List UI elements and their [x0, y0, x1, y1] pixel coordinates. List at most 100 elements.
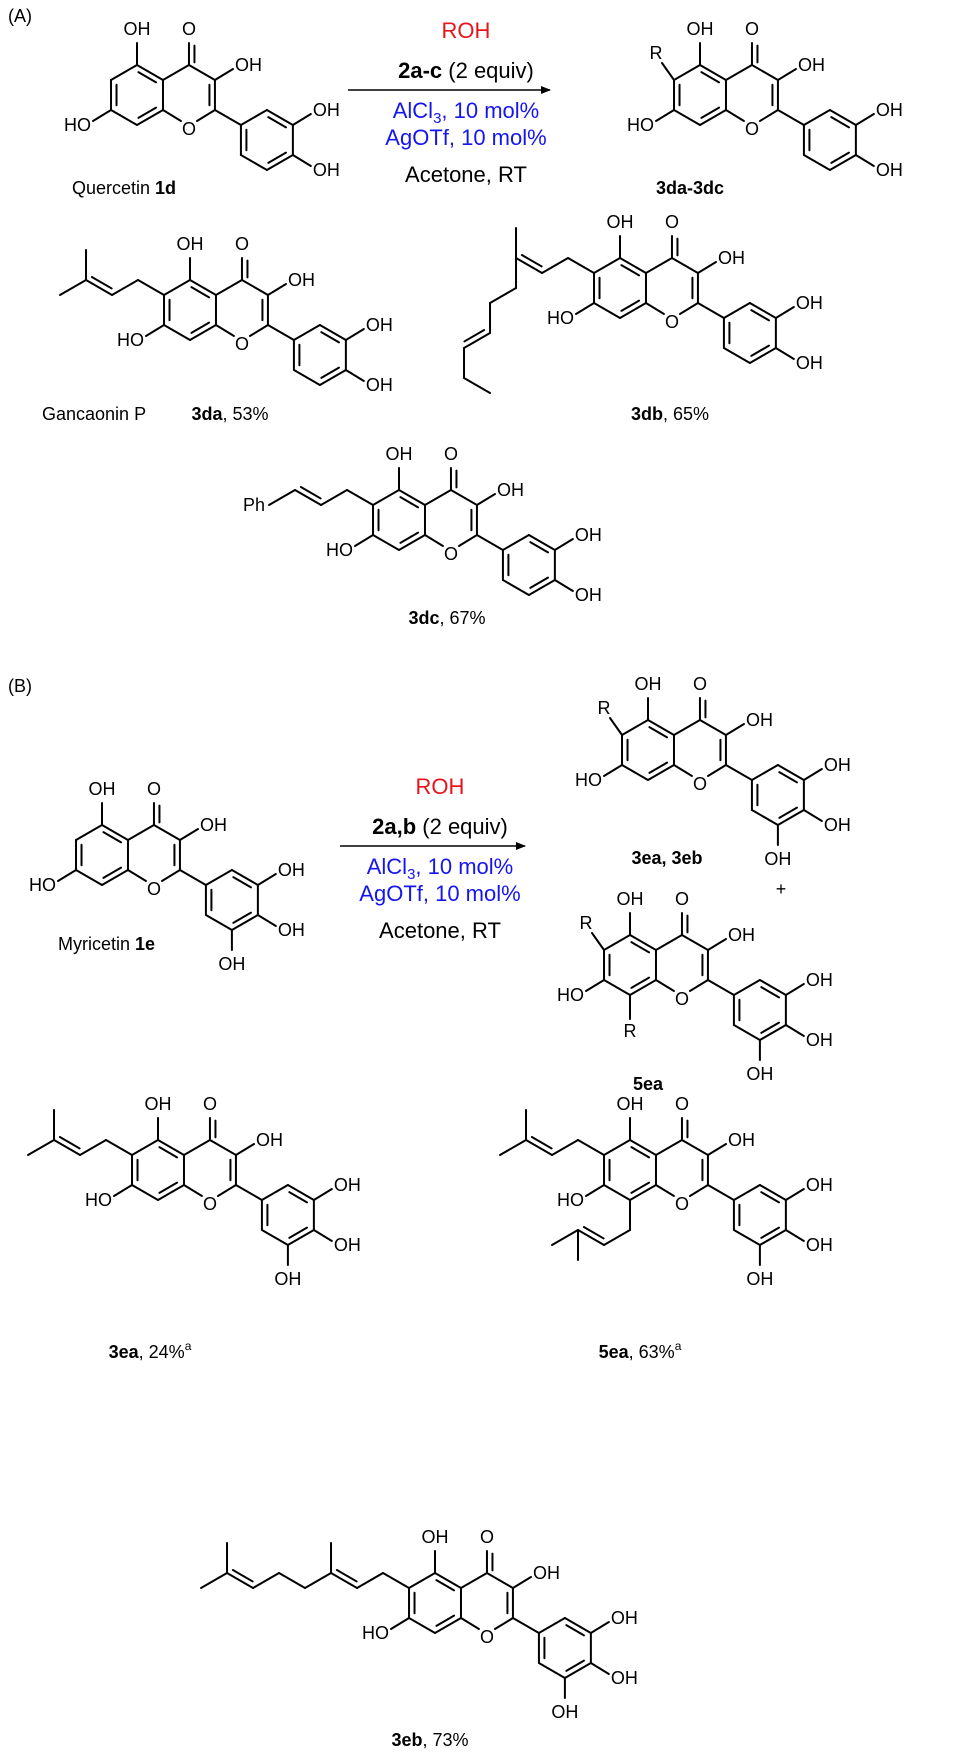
hydroxyl-7: HO — [575, 770, 602, 790]
panel-a-start-label: Quercetin 1d — [72, 178, 176, 198]
double-bond-inner — [399, 496, 420, 509]
bond — [265, 154, 294, 171]
chain-bond — [320, 489, 349, 506]
panel-a-reagent: ROH — [442, 18, 491, 43]
bond — [163, 279, 191, 296]
bond — [593, 257, 621, 274]
bond — [216, 1184, 237, 1197]
bond — [537, 1662, 566, 1679]
panel-a-catalyst-1: AlCl3, 10 mol% — [393, 98, 540, 127]
carbonyl-oxygen: O — [665, 212, 679, 232]
bond — [654, 1139, 683, 1156]
chain-bond — [499, 1139, 528, 1156]
bond — [398, 534, 426, 551]
hydroxyl-3prime: OH — [575, 525, 602, 545]
bond — [706, 1184, 735, 1201]
hydroxyl-4prime: OH — [611, 1668, 638, 1688]
panel-a-label: (A) — [8, 6, 32, 26]
bond — [784, 1188, 805, 1201]
double-bond-inner — [231, 1569, 254, 1583]
double-bond-inner — [158, 1146, 179, 1159]
compound-yield: , 24% — [139, 1342, 185, 1362]
bond — [553, 538, 574, 551]
double-bond-inner — [137, 71, 158, 84]
bond — [213, 109, 242, 126]
bond — [292, 324, 321, 341]
bond — [758, 109, 779, 122]
double-bond-inner — [565, 1659, 585, 1672]
bond — [758, 979, 787, 996]
compound-5ea-label: 5ea, 63%a — [599, 1339, 682, 1362]
bond — [603, 764, 624, 777]
bond — [688, 1184, 709, 1197]
phenyl-group: Ph — [243, 495, 265, 515]
double-bond-inner — [565, 1624, 585, 1637]
panel-b-product-2-label: 5ea — [633, 1074, 664, 1094]
bond — [136, 109, 164, 126]
panel-a-solvent: Acetone, RT — [405, 162, 527, 187]
bond — [784, 983, 805, 996]
bond — [758, 1229, 787, 1246]
bond — [603, 1184, 631, 1201]
chain-bond — [382, 1572, 411, 1589]
bond — [195, 109, 216, 122]
bond — [131, 1184, 159, 1201]
bond — [318, 369, 347, 386]
bond — [459, 1617, 480, 1630]
bond — [189, 279, 217, 296]
hydroxyl-3prime: OH — [824, 755, 851, 775]
carbonyl-oxygen: O — [480, 1527, 494, 1547]
double-bond-inner — [750, 344, 770, 357]
bond — [501, 534, 530, 551]
double-bond-inner — [760, 1226, 780, 1239]
bond — [654, 979, 675, 992]
chain-bond — [577, 1139, 606, 1156]
ring-oxygen: O — [675, 989, 689, 1009]
panel-b-equiv-id: 2a,b — [372, 814, 416, 839]
chain-bond — [567, 257, 596, 274]
compound-3dc-label: 3dc, 67% — [408, 608, 485, 628]
compound-yield: , 67% — [440, 608, 486, 628]
compound-id: 3eb — [391, 1730, 422, 1750]
bond — [434, 1617, 462, 1634]
bond — [688, 979, 709, 992]
bond — [706, 1143, 727, 1156]
hydroxyl-4prime: OH — [278, 920, 305, 940]
bond — [126, 869, 147, 882]
bond — [204, 869, 233, 886]
double-bond-inner — [760, 986, 780, 999]
bond — [511, 1617, 540, 1634]
compound-id: 3db — [631, 404, 663, 424]
bond — [619, 302, 647, 319]
hydroxyl-5: OH — [145, 1094, 172, 1114]
bond — [511, 1576, 532, 1589]
bond — [163, 324, 191, 341]
bond — [661, 62, 676, 81]
hydroxyl-5: OH — [607, 212, 634, 232]
bond — [706, 764, 727, 777]
chain-bond — [200, 1572, 229, 1589]
bond — [234, 1143, 255, 1156]
chain-bond — [27, 1139, 56, 1156]
hydroxyl-7: HO — [362, 1623, 389, 1643]
bond — [854, 154, 875, 167]
bond — [57, 869, 78, 882]
hydroxyl-7: HO — [64, 115, 91, 135]
hydroxyl-5: OH — [89, 779, 116, 799]
double-bond-inner — [648, 726, 669, 739]
bond — [178, 869, 207, 886]
bond — [603, 934, 631, 951]
bond — [776, 809, 805, 826]
bond — [354, 534, 375, 547]
bond — [344, 328, 365, 341]
panel-b-equiv-amount: (2 equiv) — [416, 814, 508, 839]
hydroxyl-5prime: OH — [274, 1269, 301, 1289]
bond — [698, 719, 727, 736]
bond — [774, 306, 795, 319]
chain-bond — [603, 1229, 631, 1246]
chain-bond — [105, 1139, 134, 1156]
double-bond-inner — [288, 1226, 308, 1239]
bond — [260, 1229, 289, 1246]
bond — [748, 347, 777, 364]
compound-3eb-label: 3eb, 73% — [391, 1730, 468, 1750]
